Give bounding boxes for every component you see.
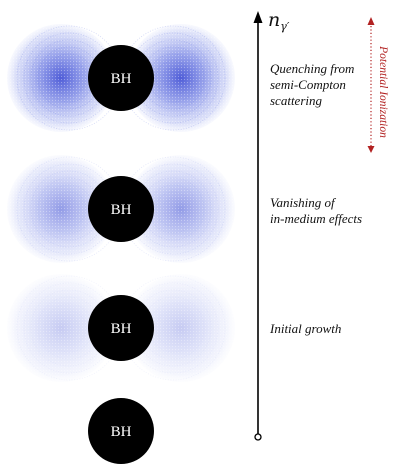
black-holes-layer: BH BH BH BH bbox=[88, 45, 154, 464]
cloud-lobe-initial-right bbox=[120, 274, 235, 382]
cloud-lobe-vanishing-right bbox=[120, 155, 235, 263]
black-hole-label-initial: BH bbox=[111, 321, 132, 337]
black-hole-quenching bbox=[88, 45, 154, 111]
ionization-label: Potential Ionization bbox=[377, 46, 389, 138]
axis-origin-marker bbox=[254, 433, 262, 441]
axis-symbol: nγ′ bbox=[268, 9, 290, 33]
black-hole-vanishing bbox=[88, 176, 154, 242]
black-hole-label-empty: BH bbox=[111, 424, 132, 440]
stage-label-initial: Initial growth bbox=[270, 321, 342, 336]
cloud-lobe-quenching-right bbox=[120, 24, 235, 132]
ionization-arrowhead-bottom bbox=[367, 146, 375, 153]
black-hole-initial bbox=[88, 295, 154, 361]
clouds-layer bbox=[7, 24, 235, 382]
cloud-lobe-initial-left bbox=[7, 274, 122, 382]
black-hole-empty bbox=[88, 398, 154, 464]
stage-label-quenching: Quenching from semi-Compton scattering bbox=[270, 61, 355, 108]
stage-label-vanishing: Vanishing of in-medium effects bbox=[270, 195, 363, 226]
ionization-arrowhead-top bbox=[367, 17, 375, 25]
black-hole-label-quenching: BH bbox=[111, 71, 132, 87]
axis-arrowhead bbox=[253, 11, 263, 23]
black-hole-label-vanishing: BH bbox=[111, 202, 132, 218]
